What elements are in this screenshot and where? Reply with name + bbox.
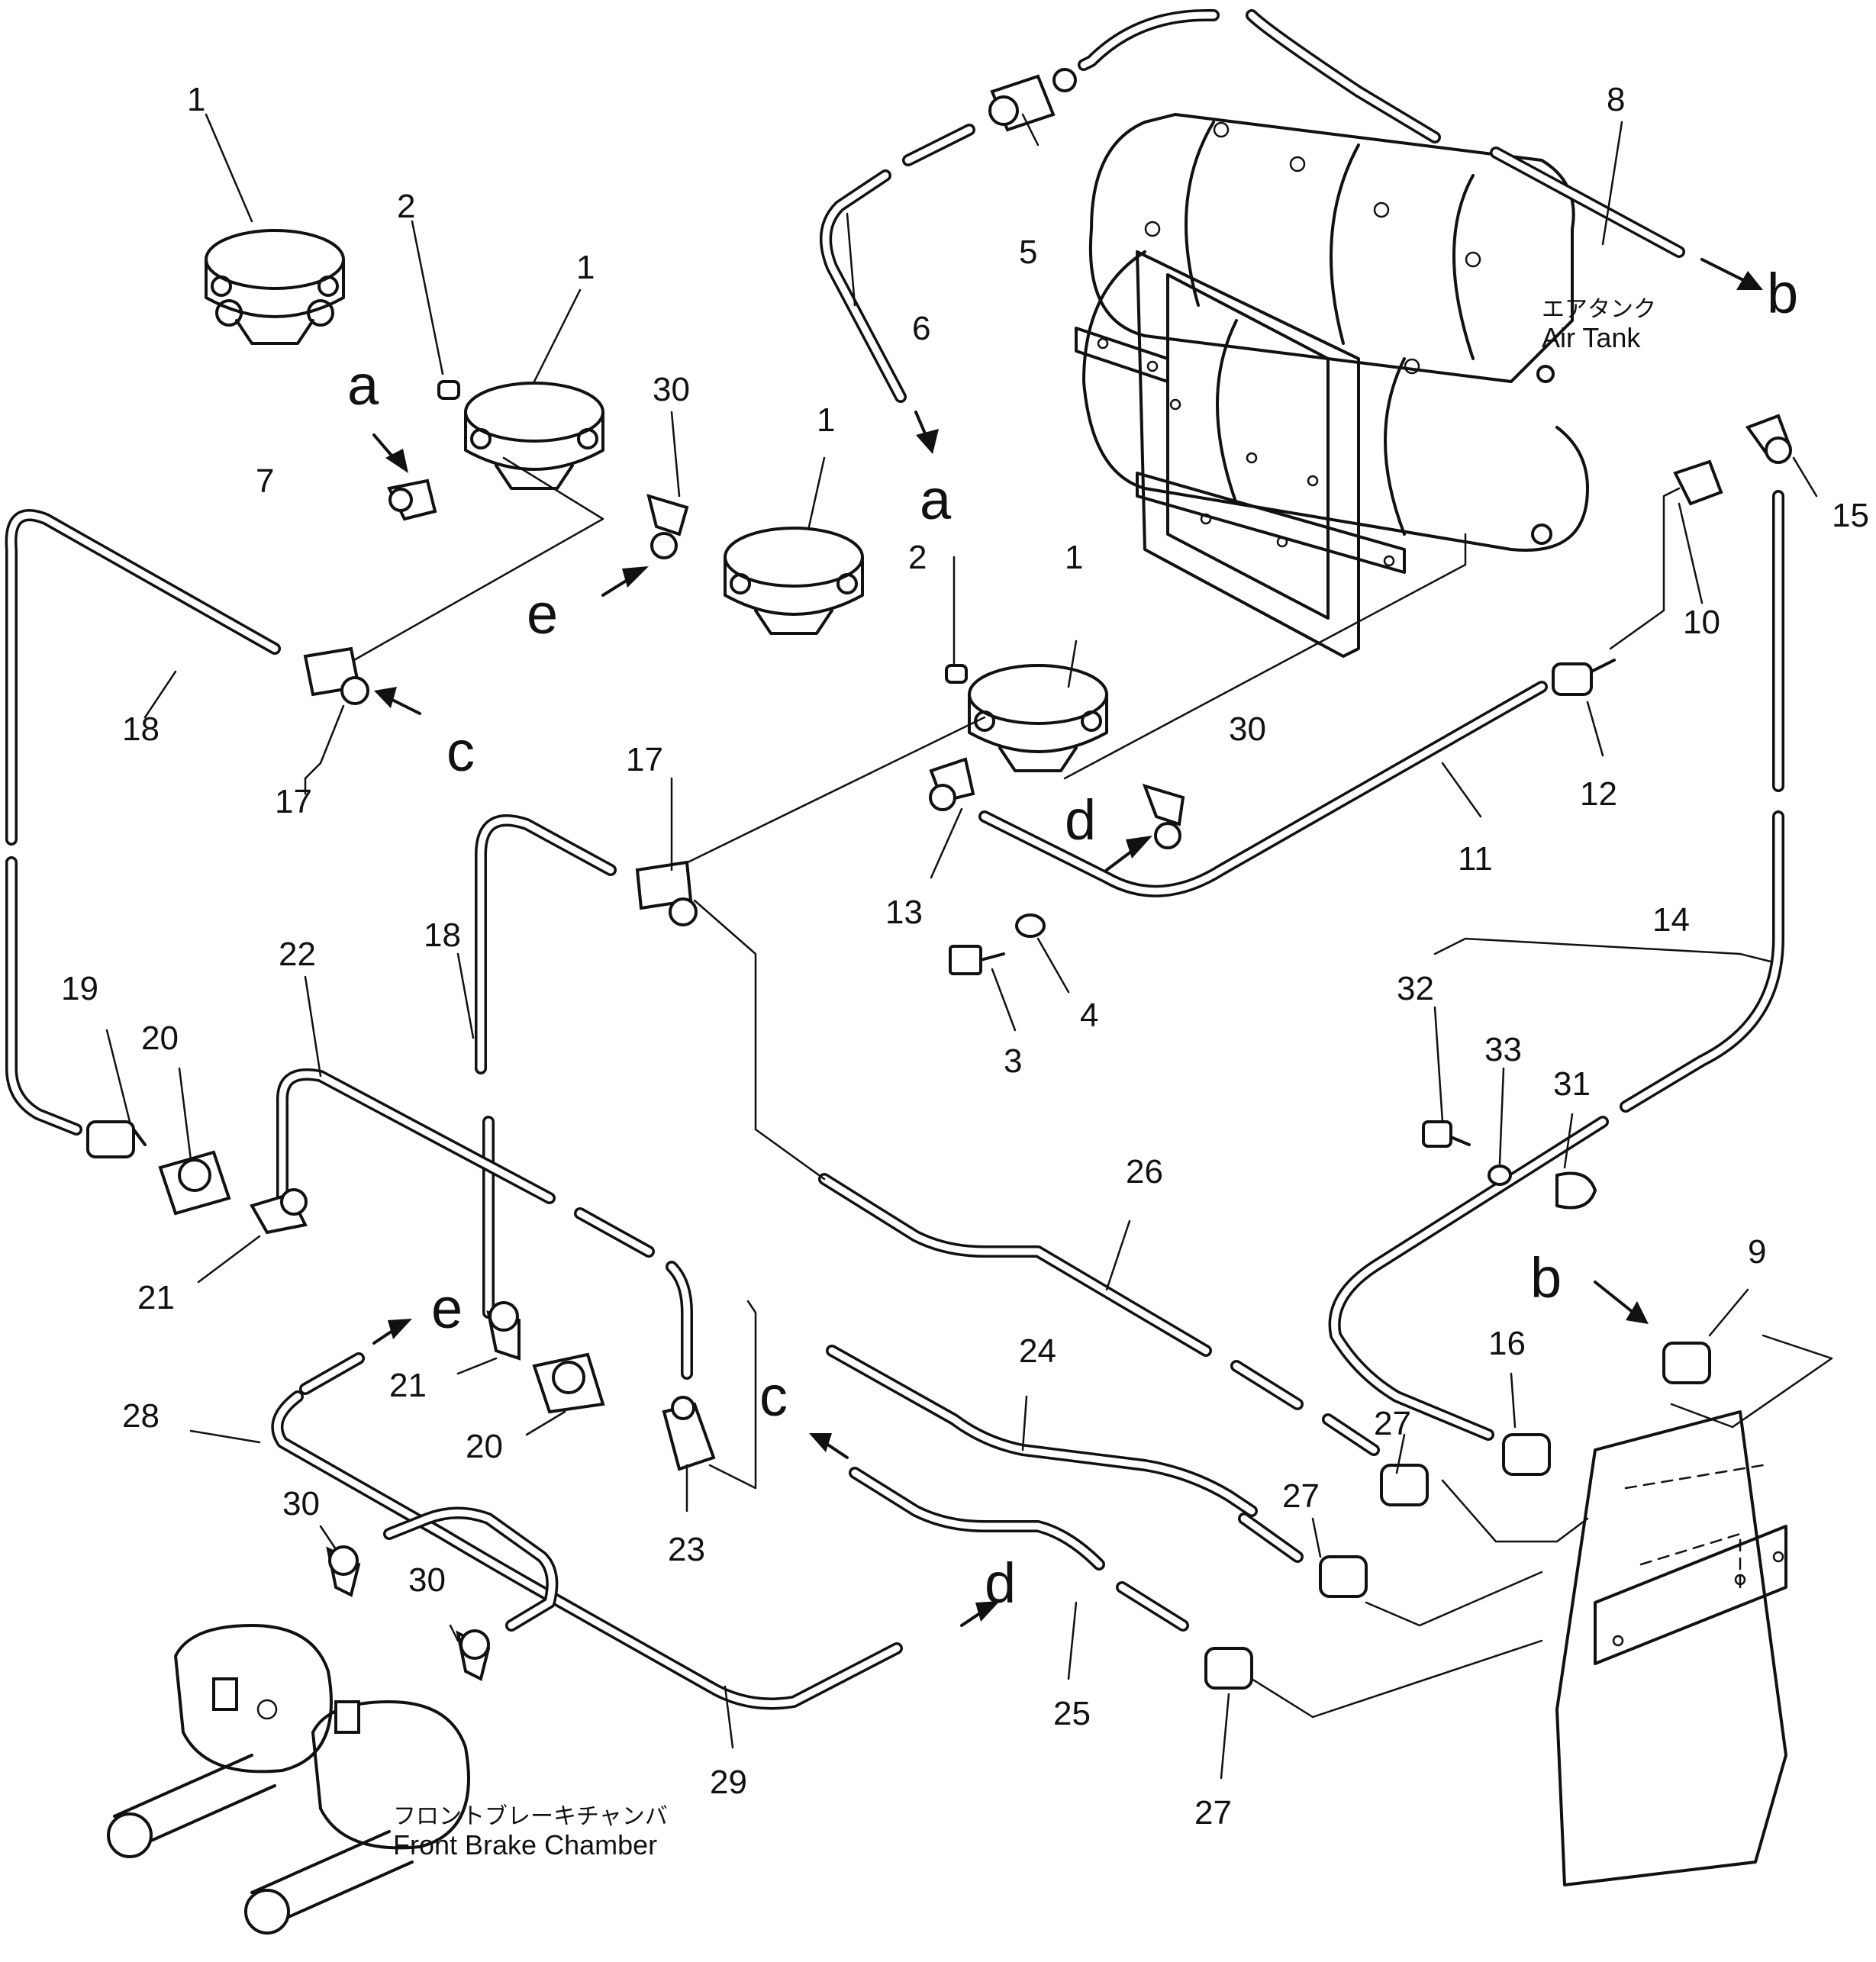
connection-arrows xyxy=(372,258,1763,1627)
label-part-21: 21 xyxy=(137,1279,175,1316)
relay-valve xyxy=(205,229,345,345)
leader-lines xyxy=(105,113,1818,1780)
label-part-30: 30 xyxy=(282,1485,320,1522)
label-part-18: 18 xyxy=(424,917,461,954)
label-part-23: 23 xyxy=(668,1531,705,1568)
label-part-27: 27 xyxy=(1194,1794,1232,1832)
label-part-10: 10 xyxy=(1683,604,1720,641)
label-part-15: 15 xyxy=(1832,497,1869,534)
label-part-22: 22 xyxy=(279,936,316,973)
label-part-20: 20 xyxy=(141,1020,179,1057)
connection-letter-e: e xyxy=(527,582,558,646)
label-part-25: 25 xyxy=(1053,1695,1091,1732)
connection-letter-b: b xyxy=(1767,262,1798,325)
label-part-33: 33 xyxy=(1484,1031,1522,1068)
pipes xyxy=(5,9,1784,1710)
connection-letters: b a a e c d b e c d xyxy=(347,262,1798,1615)
air-tank-caption-en: Air Tank xyxy=(1542,322,1641,353)
label-part-24: 24 xyxy=(1019,1332,1056,1370)
label-part-1: 1 xyxy=(817,401,835,439)
relay-valves xyxy=(205,229,1108,772)
label-part-6: 6 xyxy=(912,310,930,347)
label-part-3: 3 xyxy=(1004,1042,1022,1080)
connection-letter-c: c xyxy=(759,1364,788,1428)
connection-letter-a: a xyxy=(920,468,952,531)
label-part-1: 1 xyxy=(187,81,205,118)
label-part-1: 1 xyxy=(1065,539,1083,576)
label-part-29: 29 xyxy=(710,1764,747,1801)
connection-letter-b: b xyxy=(1530,1246,1562,1310)
label-part-27: 27 xyxy=(1374,1405,1411,1442)
label-part-17: 17 xyxy=(626,741,663,778)
part-number-labels: 1 2 1 30 1 7 5 6 8 2 1 10 15 12 30 11 14… xyxy=(61,81,1869,1832)
label-part-12: 12 xyxy=(1580,775,1617,813)
label-part-9: 9 xyxy=(1748,1233,1766,1271)
label-part-31: 31 xyxy=(1553,1065,1591,1103)
air-tank-caption-jp: エアタンク xyxy=(1542,296,1656,323)
connection-letter-a: a xyxy=(347,353,379,417)
front-brake-chambers xyxy=(107,1624,470,1935)
label-part-1: 1 xyxy=(576,249,595,286)
label-part-30: 30 xyxy=(653,371,690,408)
label-part-13: 13 xyxy=(885,894,923,931)
connection-letter-c: c xyxy=(446,720,475,783)
label-part-2: 2 xyxy=(908,539,927,576)
label-part-21: 21 xyxy=(389,1367,427,1404)
label-part-11: 11 xyxy=(1458,840,1493,878)
label-part-27: 27 xyxy=(1282,1477,1320,1515)
label-part-2: 2 xyxy=(397,188,415,225)
connection-letter-d: d xyxy=(1065,788,1096,852)
label-part-28: 28 xyxy=(122,1397,160,1435)
connection-letter-d: d xyxy=(985,1551,1016,1615)
thin-lines xyxy=(346,456,1833,1886)
air-tank-assembly xyxy=(1075,113,1589,658)
captions: エアタンク Air Tank フロントブレーキチャンバ Front Brake … xyxy=(393,296,1656,1861)
fittings xyxy=(86,68,1792,1690)
connection-letter-e: e xyxy=(431,1277,463,1340)
label-part-30: 30 xyxy=(1229,710,1266,748)
label-part-26: 26 xyxy=(1126,1153,1163,1190)
label-part-20: 20 xyxy=(466,1428,503,1465)
label-part-16: 16 xyxy=(1488,1325,1526,1362)
label-part-30: 30 xyxy=(408,1561,446,1599)
brake-chamber-caption-jp: フロントブレーキチャンバ xyxy=(393,1803,668,1830)
relay-valve xyxy=(968,664,1108,772)
label-part-14: 14 xyxy=(1652,901,1690,939)
label-part-18: 18 xyxy=(122,710,160,748)
relay-valve xyxy=(724,527,864,635)
relay-valve xyxy=(464,382,604,490)
label-part-4: 4 xyxy=(1080,997,1098,1034)
label-part-5: 5 xyxy=(1019,234,1037,271)
brake-chamber-caption-en: Front Brake Chamber xyxy=(393,1829,657,1861)
label-part-32: 32 xyxy=(1397,970,1434,1007)
label-part-7: 7 xyxy=(256,462,274,500)
label-part-19: 19 xyxy=(61,970,98,1007)
label-part-17: 17 xyxy=(275,783,312,820)
label-part-8: 8 xyxy=(1607,81,1625,118)
